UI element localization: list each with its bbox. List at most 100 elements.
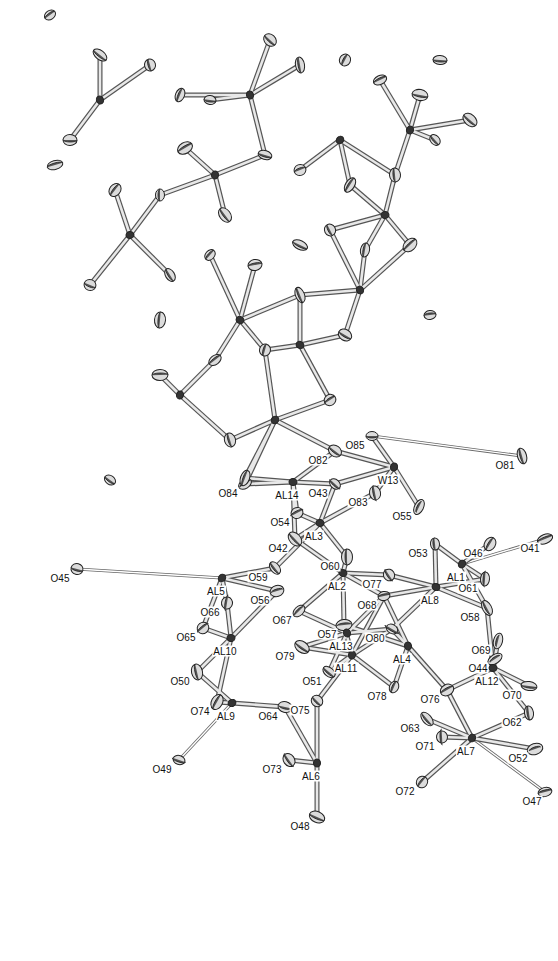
bond-line bbox=[275, 400, 330, 420]
ellipsoid-octant bbox=[366, 436, 378, 438]
atom-ellipsoid bbox=[211, 171, 219, 180]
atom-ellipsoid bbox=[223, 432, 238, 449]
ellipsoid-octant bbox=[264, 35, 276, 46]
atom-label: O48 bbox=[290, 821, 311, 832]
atom-label: O59 bbox=[248, 572, 269, 583]
ellipsoid-octant bbox=[196, 622, 208, 632]
bond-line bbox=[472, 738, 545, 792]
bond-line bbox=[380, 80, 410, 130]
atom-label: O69 bbox=[471, 645, 492, 656]
atom-ellipsoid bbox=[194, 619, 212, 636]
ellipsoid-octant bbox=[373, 75, 386, 83]
atom-ellipsoid bbox=[227, 634, 235, 641]
atom-ellipsoid bbox=[269, 584, 286, 599]
bond-line bbox=[447, 690, 472, 738]
ellipsoid-octant bbox=[344, 177, 354, 192]
atom-label: O46 bbox=[463, 548, 484, 559]
ellipsoid-octant bbox=[208, 354, 220, 364]
bond-line bbox=[345, 290, 360, 335]
atom-ellipsoid bbox=[309, 693, 325, 709]
atom-ellipsoid bbox=[383, 621, 401, 637]
atom-label: O57 bbox=[317, 629, 338, 640]
ellipsoid-octant bbox=[433, 60, 447, 63]
atom-ellipsoid bbox=[381, 567, 397, 583]
atom-ellipsoid bbox=[295, 340, 306, 350]
bond-line bbox=[389, 575, 436, 587]
atom-ellipsoid bbox=[172, 754, 186, 766]
atom-ellipsoid bbox=[280, 750, 298, 769]
bond-line bbox=[293, 451, 335, 482]
atom-ellipsoid bbox=[70, 562, 84, 576]
atom-ellipsoid bbox=[173, 87, 187, 103]
bond-line bbox=[330, 230, 360, 290]
atom-label: O72 bbox=[395, 786, 416, 797]
ellipsoid-octant bbox=[384, 625, 399, 635]
bond-line bbox=[77, 569, 222, 578]
atom-ellipsoid bbox=[288, 505, 305, 521]
atom-ellipsoid bbox=[433, 55, 448, 65]
atom-ellipsoid bbox=[313, 759, 320, 767]
atom-ellipsoid bbox=[176, 390, 185, 399]
ellipsoid-octant bbox=[415, 501, 422, 513]
ellipsoid-octant bbox=[71, 567, 83, 572]
ellipsoid-octant bbox=[258, 153, 272, 159]
atom-ellipsoid bbox=[438, 682, 456, 698]
bond-line bbox=[372, 436, 522, 456]
atom-ellipsoid bbox=[337, 52, 352, 68]
bond-line bbox=[130, 235, 170, 275]
atom-ellipsoid bbox=[208, 692, 225, 711]
ellipsoid-octant bbox=[294, 166, 306, 172]
atom-ellipsoid bbox=[91, 47, 109, 64]
bond-line bbox=[293, 482, 335, 484]
bond-line bbox=[115, 190, 130, 235]
ellipsoid-octant bbox=[104, 476, 115, 485]
bond-line bbox=[160, 175, 215, 195]
atom-ellipsoid bbox=[204, 95, 217, 105]
atom-ellipsoid bbox=[245, 90, 254, 100]
bond-line bbox=[343, 573, 384, 596]
ellipsoid-octant bbox=[537, 534, 553, 542]
atom-label: O60 bbox=[320, 561, 341, 572]
atom-ellipsoid bbox=[156, 189, 165, 201]
atom-ellipsoid bbox=[403, 641, 412, 651]
ellipsoid-octant bbox=[324, 395, 335, 403]
atom-ellipsoid bbox=[322, 392, 338, 408]
atom-ellipsoid bbox=[515, 447, 528, 465]
atom-ellipsoid bbox=[309, 693, 325, 709]
ellipsoid-octant bbox=[421, 714, 432, 726]
bond-line bbox=[240, 265, 255, 320]
atom-ellipsoid bbox=[211, 171, 219, 180]
ellipsoid-octant bbox=[337, 622, 351, 626]
atom-label: O83 bbox=[348, 497, 369, 508]
ellipsoid-octant bbox=[292, 241, 307, 250]
atom-ellipsoid bbox=[327, 476, 343, 492]
bond-line bbox=[472, 713, 529, 738]
atom-ellipsoid bbox=[355, 285, 365, 295]
atom-ellipsoid bbox=[143, 58, 157, 72]
atom-ellipsoid bbox=[294, 56, 306, 73]
atom-label: AL14 bbox=[274, 490, 299, 501]
bond-line bbox=[316, 701, 319, 763]
atom-ellipsoid bbox=[91, 47, 109, 64]
atom-ellipsoid bbox=[428, 133, 443, 148]
atom-ellipsoid bbox=[403, 641, 412, 651]
ellipsoid-octant bbox=[262, 344, 267, 356]
atom-label: O74 bbox=[190, 706, 211, 717]
atom-ellipsoid bbox=[414, 774, 430, 790]
atom-ellipsoid bbox=[70, 562, 84, 576]
atom-ellipsoid bbox=[381, 211, 389, 219]
bond-line bbox=[394, 467, 419, 507]
ellipsoid-octant bbox=[432, 538, 435, 550]
bond-line bbox=[210, 255, 240, 320]
atom-ellipsoid bbox=[400, 236, 419, 255]
bond-line bbox=[299, 573, 343, 611]
atom-ellipsoid bbox=[460, 111, 479, 130]
atom-ellipsoid bbox=[63, 134, 77, 145]
atom-ellipsoid bbox=[154, 312, 166, 329]
atom-label: O54 bbox=[270, 517, 291, 528]
ellipsoid-octant bbox=[424, 312, 436, 315]
bond-line bbox=[300, 345, 330, 400]
bond-line bbox=[408, 646, 447, 690]
bond-line bbox=[472, 713, 529, 738]
atom-ellipsoid bbox=[411, 498, 426, 516]
